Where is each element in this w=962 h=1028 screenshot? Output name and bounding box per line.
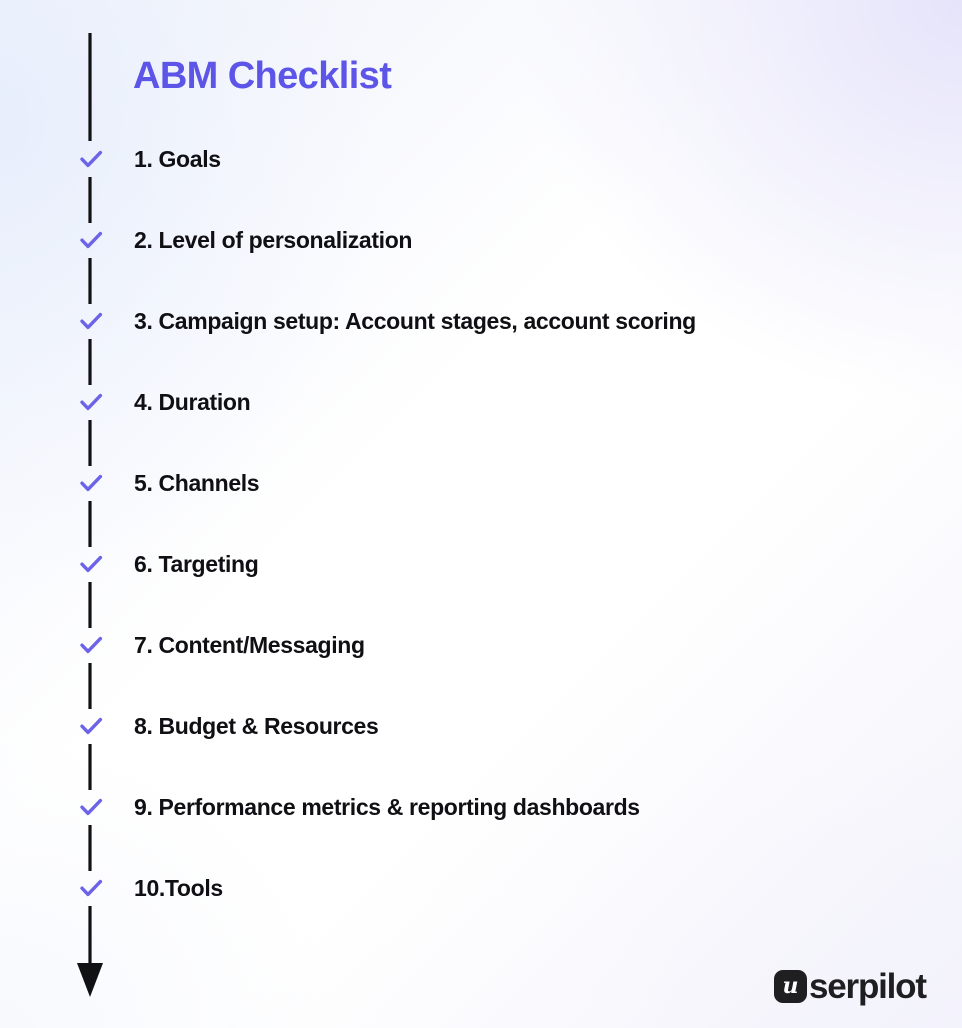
list-item-label: 7. Content/Messaging [134, 631, 365, 658]
list-item[interactable]: 3. Campaign setup: Account stages, accou… [78, 306, 696, 336]
list-item[interactable]: 8. Budget & Resources [78, 711, 379, 741]
list-item[interactable]: 9. Performance metrics & reporting dashb… [78, 792, 640, 822]
list-item-label: 8. Budget & Resources [134, 712, 379, 739]
check-icon [80, 150, 103, 168]
check-icon [80, 231, 103, 249]
list-item[interactable]: 4. Duration [78, 387, 251, 417]
list-item-label: 4. Duration [134, 388, 251, 415]
list-item-label: 10.Tools [134, 874, 223, 901]
userpilot-logo: u serpilot [774, 966, 927, 1006]
list-item[interactable]: 7. Content/Messaging [78, 630, 365, 660]
check-icon [80, 555, 103, 573]
check-icon [80, 636, 103, 654]
list-item[interactable]: 1. Goals [78, 144, 221, 174]
list-item-label: 3. Campaign setup: Account stages, accou… [134, 307, 696, 334]
list-item-label: 5. Channels [134, 469, 260, 496]
logo-badge-icon: u [774, 969, 807, 1003]
list-item[interactable]: 6. Targeting [78, 549, 259, 579]
list-item-label: 2. Level of personalization [134, 226, 413, 253]
list-item-label: 6. Targeting [134, 550, 259, 577]
list-item-label: 9. Performance metrics & reporting dashb… [134, 793, 640, 820]
check-icon [80, 393, 103, 411]
list-item-label: 1. Goals [134, 145, 221, 172]
list-item[interactable]: 2. Level of personalization [78, 225, 412, 255]
check-icon [80, 798, 103, 816]
page-title: ABM Checklist [133, 55, 392, 97]
list-item[interactable]: 5. Channels [78, 468, 260, 498]
check-icon [80, 312, 103, 330]
logo-wordmark: serpilot [809, 966, 927, 1006]
list-item[interactable]: 10.Tools [78, 873, 223, 903]
check-icon [80, 879, 103, 897]
check-icon [80, 474, 103, 492]
arrow-down-icon [77, 963, 103, 997]
check-icon [80, 717, 103, 735]
